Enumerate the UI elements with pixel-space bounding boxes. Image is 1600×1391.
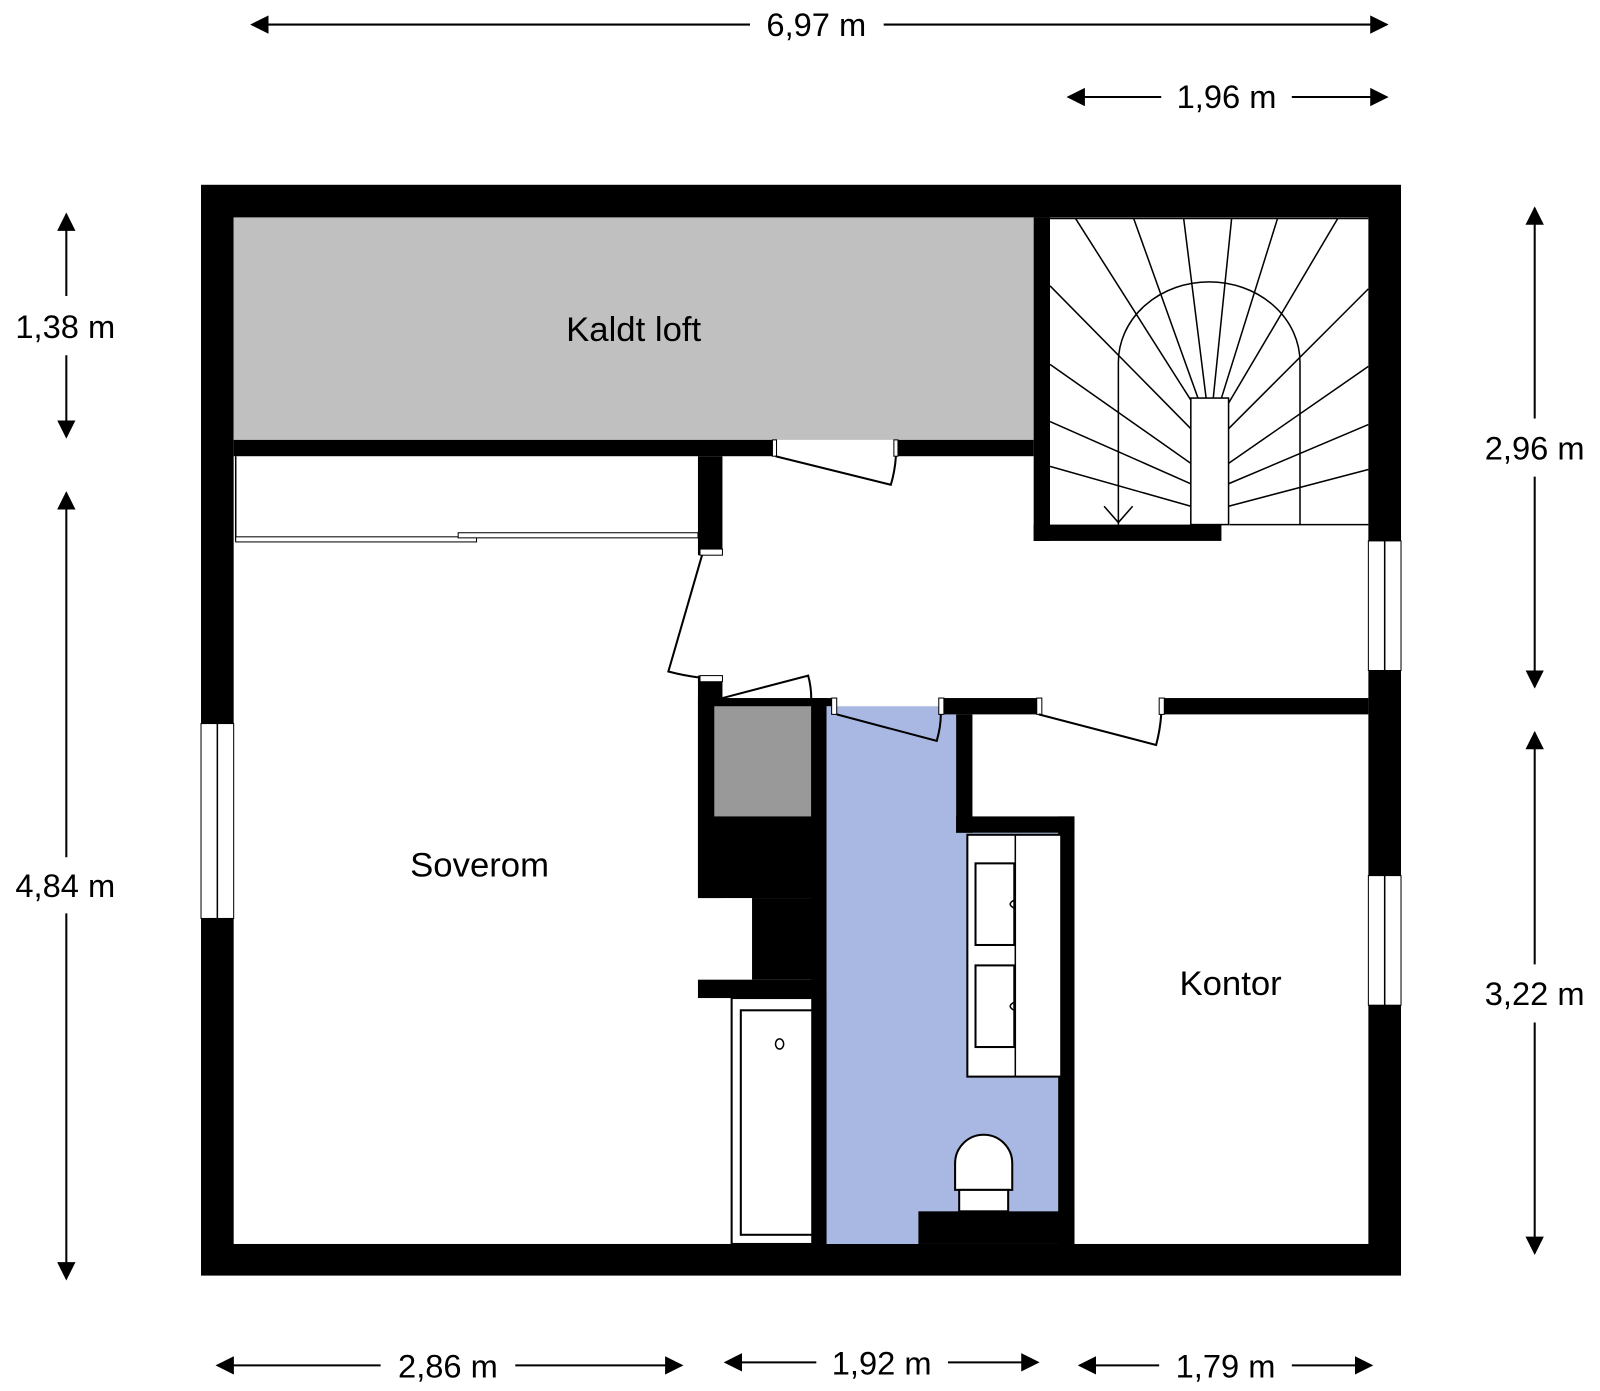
stair-wall	[1033, 217, 1050, 541]
staircase	[1049, 217, 1369, 526]
cold-attic-area	[233, 217, 1034, 440]
door-bedroom[interactable]	[667, 554, 704, 679]
room-label-kaldt-loft: Kaldt loft	[566, 311, 701, 349]
bathroom-wall	[956, 714, 973, 833]
door-office[interactable]	[1038, 713, 1163, 747]
shaft-block	[697, 979, 827, 999]
bathroom-wall	[956, 816, 1075, 833]
attic-wall	[233, 439, 773, 457]
storage-area	[714, 706, 812, 817]
dimension-bottom-right: 1,79 m	[1176, 1348, 1276, 1385]
dimension-left-top: 1,38 m	[15, 308, 115, 345]
window-office	[1367, 875, 1402, 1006]
dimension-bottom-mid: 1,92 m	[832, 1345, 932, 1382]
toilet	[954, 1133, 1014, 1213]
dimension-top-stair: 1,96 m	[1177, 78, 1277, 115]
hall-wall	[1161, 698, 1369, 715]
bathroom-wall	[811, 698, 832, 707]
bedroom-wall	[697, 456, 723, 556]
bathroom-wall	[811, 706, 827, 1244]
bathroom-wall	[918, 1211, 1075, 1244]
dimension-right-bottom: 3,22 m	[1485, 975, 1585, 1012]
vanity	[966, 833, 1063, 1078]
dimension-right-top: 2,96 m	[1485, 429, 1585, 466]
room-label-kontor: Kontor	[1180, 965, 1282, 1003]
stair-wall	[1033, 524, 1222, 541]
dimension-left-bottom: 4,84 m	[15, 867, 115, 904]
hall-wall	[940, 698, 1039, 715]
door-storage[interactable]	[722, 674, 813, 700]
window-bedroom	[200, 723, 235, 919]
dimension-bottom-left: 2,86 m	[398, 1348, 498, 1385]
dimension-lines	[57, 15, 1544, 1375]
dimension-top-total: 6,97 m	[766, 6, 866, 43]
door-attic[interactable]	[775, 455, 897, 487]
door-bathroom[interactable]	[836, 713, 942, 743]
room-label-soverom: Soverom	[410, 847, 549, 885]
attic-wall	[895, 439, 1034, 457]
window-hall	[1367, 540, 1402, 672]
